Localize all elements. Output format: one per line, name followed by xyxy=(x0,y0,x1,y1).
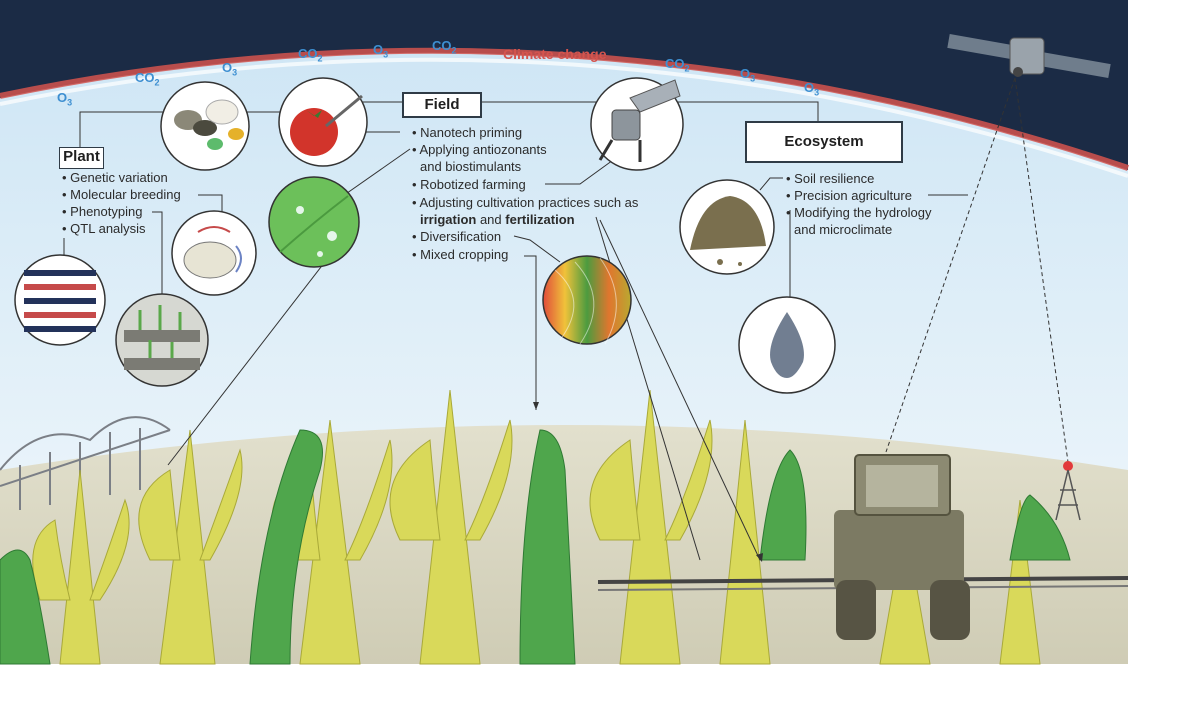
plant-item: • Molecular breeding xyxy=(62,187,181,202)
gas-label-co2: CO2 xyxy=(298,46,323,64)
atmosphere-glow xyxy=(0,57,1129,178)
field-item-emphasis: irrigation and fertilization xyxy=(420,212,575,227)
ecosystem-item: • Modifying the hydrology xyxy=(786,205,932,220)
plant-item: • Phenotyping xyxy=(62,204,143,219)
ecosystem-box: Ecosystem xyxy=(745,121,903,163)
gas-label-o3: O3 xyxy=(222,60,238,78)
signal-line xyxy=(1014,77,1069,463)
ecosystem-item: and microclimate xyxy=(794,222,893,237)
gas-label-o3: O3 xyxy=(373,42,389,60)
field-item: • Nanotech priming xyxy=(412,125,523,140)
field-diversity-circle xyxy=(542,255,632,345)
gas-label-co2: CO2 xyxy=(665,56,690,74)
soil-circle xyxy=(679,179,775,275)
field-item: and biostimulants xyxy=(420,159,522,174)
climate-change-label: Climate change xyxy=(503,46,607,62)
field-box: Field xyxy=(402,92,482,118)
tractor-sprayer-icon xyxy=(597,454,1129,640)
satellite-icon xyxy=(947,34,1111,78)
dna-sequence-circle xyxy=(14,254,106,346)
plant-item: • Genetic variation xyxy=(62,170,168,185)
arrow-heads xyxy=(533,402,763,562)
field-title: Field xyxy=(424,96,460,113)
ecosystem-title: Ecosystem xyxy=(784,133,864,150)
leaf-droplets-circle xyxy=(268,176,360,268)
plant-box: Plant xyxy=(59,147,104,169)
gas-label-co2: CO2 xyxy=(432,38,457,56)
robot-arm-circle xyxy=(590,77,684,171)
field-item: • Robotized farming xyxy=(412,177,526,192)
ecosystem-item: • Precision agriculture xyxy=(786,188,912,203)
tomato-injection-circle xyxy=(278,77,368,167)
antenna-tower-icon xyxy=(1055,461,1081,521)
gas-label-o3: O3 xyxy=(740,66,756,84)
gas-label-o3: O3 xyxy=(804,80,820,98)
field-item: • Applying antiozonants xyxy=(412,142,547,157)
signal-line xyxy=(885,77,1016,453)
plant-item: • QTL analysis xyxy=(62,221,146,236)
bacteria-dna-circle xyxy=(171,210,257,296)
atmosphere-band xyxy=(0,47,1129,171)
field-item: • Adjusting cultivation practices such a… xyxy=(412,195,639,210)
gas-label-o3: O3 xyxy=(57,90,73,108)
field-item: • Mixed cropping xyxy=(412,247,509,262)
water-drop-circle xyxy=(738,296,836,394)
ecosystem-item: • Soil resilience xyxy=(786,171,875,186)
gas-label-co2: CO2 xyxy=(135,70,160,88)
field-item: • Diversification xyxy=(412,229,502,244)
seeds-circle xyxy=(160,81,250,171)
plant-title: Plant xyxy=(63,148,100,165)
hydroponics-circle xyxy=(115,293,209,387)
soybean-rows xyxy=(0,429,1071,665)
